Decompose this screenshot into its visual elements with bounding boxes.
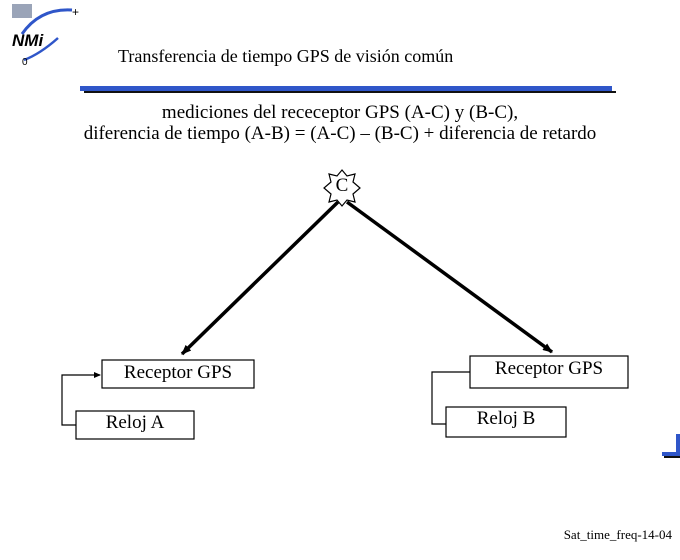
clock-b-box [445, 406, 567, 438]
page-title: Transferencia de tiempo GPS de visión co… [118, 46, 454, 66]
logo-zero: 0 [22, 57, 28, 68]
signal-arrow-to-receiver-b [345, 200, 554, 354]
satellite-label: C [335, 175, 349, 196]
description-line-2: diferencia de tiempo (A-B) = (A-C) – (B-… [83, 123, 597, 144]
clock-a-to-receiver-a-connector [61, 372, 101, 426]
logo-plus: + [72, 5, 79, 19]
title-underline [80, 86, 612, 91]
logo-lower-arc [23, 37, 59, 62]
corner-decoration [662, 434, 680, 458]
clock-b-to-receiver-b-connector [431, 371, 470, 425]
receiver-b-box [469, 355, 629, 389]
nmi-logo: + NMi 0 [12, 4, 79, 68]
logo-text: NMi [12, 31, 44, 50]
logo-grey-block [12, 4, 32, 18]
slide-footer-id: Sat_time_freq-14-04 [563, 527, 672, 542]
receiver-a-label: Receptor GPS [123, 362, 233, 383]
description-line-1: mediciones del receceptor GPS (A-C) y (B… [161, 102, 519, 123]
clock-b-label: Reloj B [476, 408, 536, 429]
receiver-a-box [101, 359, 255, 389]
logo-arc [20, 8, 73, 35]
signal-arrow-to-receiver-a [180, 200, 340, 356]
title-underline-shadow [84, 91, 616, 93]
receiver-b-label: Receptor GPS [494, 358, 604, 379]
satellite-shape [323, 169, 361, 207]
clock-a-label: Reloj A [105, 412, 165, 433]
